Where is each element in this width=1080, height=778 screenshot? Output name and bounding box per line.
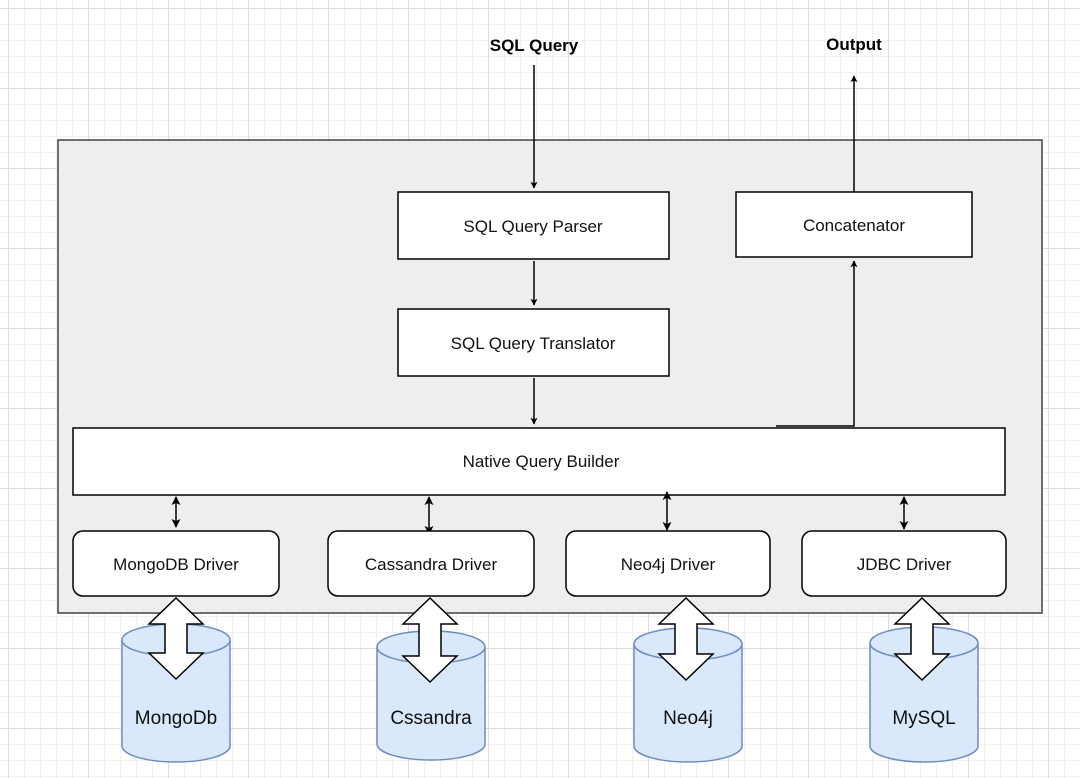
output-label: Output — [826, 35, 882, 54]
cassandra-driver-label: Cassandra Driver — [365, 555, 498, 574]
neo4j-driver-block[interactable]: Neo4j Driver — [565, 530, 771, 597]
concatenator-label: Concatenator — [803, 216, 905, 235]
mysql-driver-database-arrow — [893, 596, 951, 682]
mongodb-database[interactable]: MongoDb — [121, 623, 231, 763]
cassandra-driver-database-arrow — [401, 596, 459, 684]
native-query-builder-label: Native Query Builder — [463, 452, 620, 471]
sql-query-parser-label: SQL Query Parser — [463, 217, 603, 236]
mysql-database-label: MySQL — [892, 708, 955, 729]
jdbc-driver-block[interactable]: JDBC Driver — [801, 530, 1007, 597]
mongodb-database-label: MongoDb — [135, 708, 217, 729]
sql-query-translator-label: SQL Query Translator — [451, 334, 616, 353]
concatenator-block[interactable]: Concatenator — [735, 191, 973, 258]
cassandra-database[interactable]: Cssandra — [376, 630, 486, 761]
sql-query-parser-block[interactable]: SQL Query Parser — [397, 191, 670, 260]
cassandra-driver-block[interactable]: Cassandra Driver — [327, 530, 535, 597]
mongodb-driver-database-arrow — [147, 596, 205, 681]
jdbc-driver-label: JDBC Driver — [857, 555, 952, 574]
mongodb-driver-block[interactable]: MongoDB Driver — [72, 530, 280, 597]
sql-query-translator-block[interactable]: SQL Query Translator — [397, 308, 670, 377]
native-query-builder-block[interactable]: Native Query Builder — [72, 427, 1006, 496]
mongodb-driver-label: MongoDB Driver — [113, 555, 239, 574]
sql-query-input-label: SQL Query — [490, 36, 579, 55]
neo4j-database-label: Neo4j — [663, 708, 713, 729]
neo4j-driver-label: Neo4j Driver — [621, 555, 716, 574]
neo4j-driver-database-arrow — [657, 596, 715, 682]
builder-to-concatenator-arrow — [776, 260, 858, 427]
cassandra-database-label: Cssandra — [390, 708, 472, 729]
